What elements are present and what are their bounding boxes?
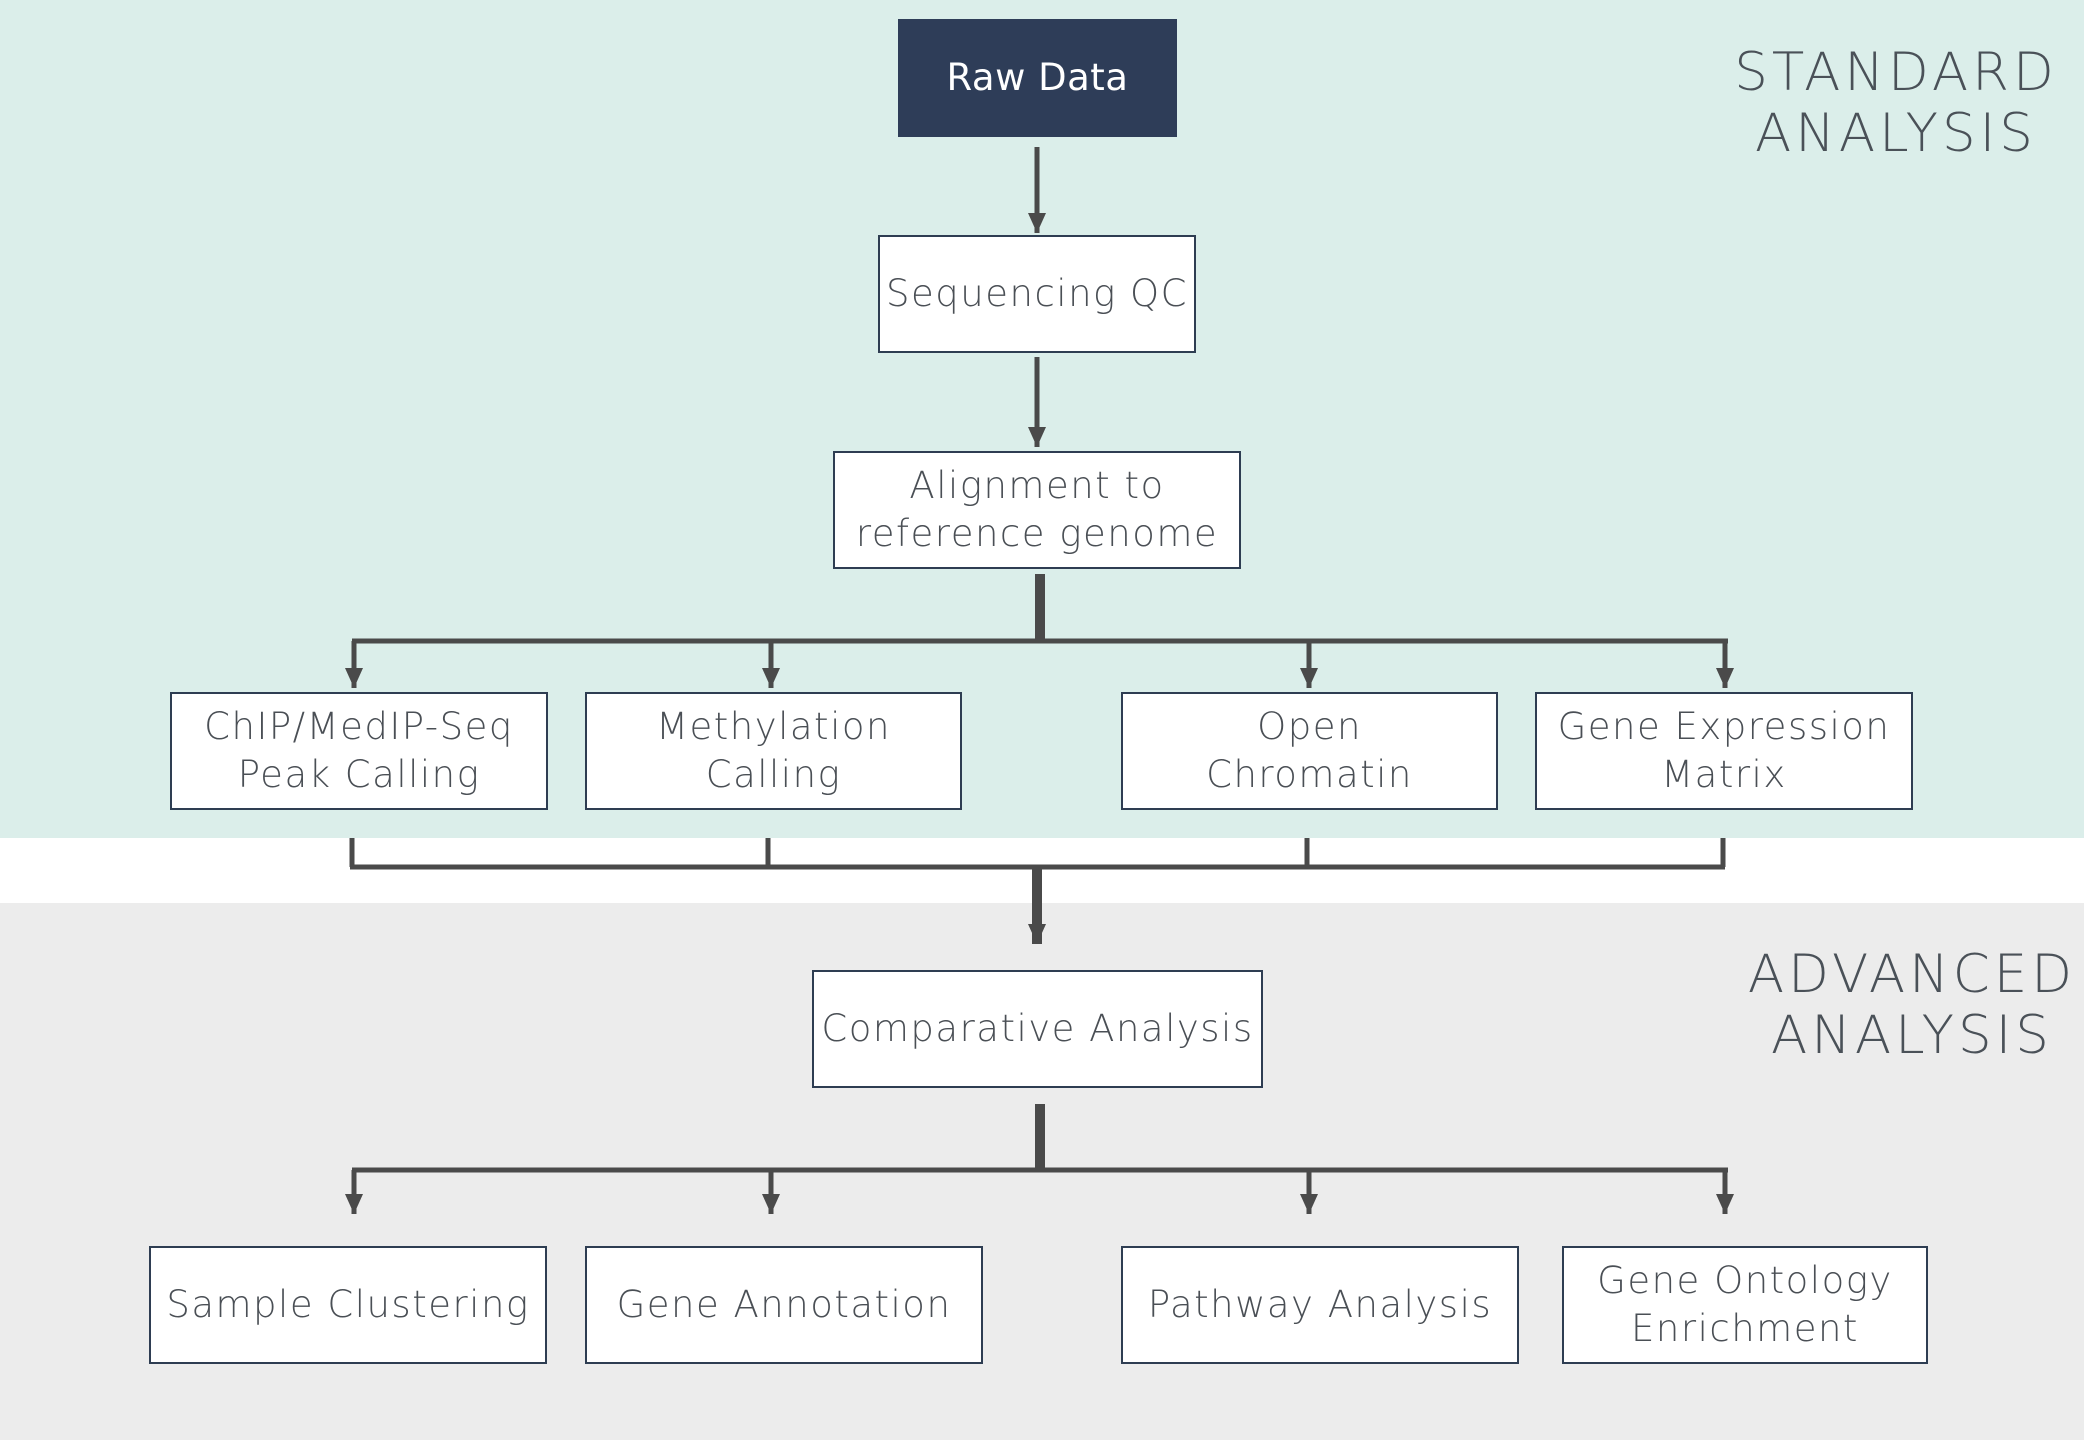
node-chip-medip: ChIP/MedIP-Seq Peak Calling bbox=[170, 692, 548, 810]
advanced-analysis-title: ADVANCED ANALYSIS bbox=[1732, 944, 2084, 1066]
advanced-analysis-title-line2: ANALYSIS bbox=[1771, 1005, 2053, 1066]
node-sequencing-qc: Sequencing QC bbox=[878, 235, 1196, 353]
node-chip-medip-label: ChIP/MedIP-Seq Peak Calling bbox=[204, 705, 514, 796]
node-comparative-analysis-label: Comparative Analysis bbox=[821, 1007, 1254, 1050]
node-gene-expression: Gene Expression Matrix bbox=[1535, 692, 1913, 810]
node-open-chromatin: Open Chromatin bbox=[1121, 692, 1498, 810]
node-go-enrichment-label: Gene Ontology Enrichment bbox=[1597, 1259, 1893, 1350]
node-sequencing-qc-label: Sequencing QC bbox=[886, 272, 1188, 315]
node-go-enrichment: Gene Ontology Enrichment bbox=[1562, 1246, 1928, 1364]
node-pathway-analysis: Pathway Analysis bbox=[1121, 1246, 1519, 1364]
node-pathway-analysis-label: Pathway Analysis bbox=[1147, 1283, 1493, 1326]
node-sample-clustering-label: Sample Clustering bbox=[166, 1283, 530, 1326]
node-methylation: Methylation Calling bbox=[585, 692, 962, 810]
node-gene-annotation-label: Gene Annotation bbox=[616, 1283, 952, 1326]
node-open-chromatin-label: Open Chromatin bbox=[1206, 705, 1413, 796]
node-alignment-label: Alignment to reference genome bbox=[855, 464, 1219, 555]
node-methylation-label: Methylation Calling bbox=[656, 705, 891, 796]
standard-analysis-title-line1: STANDARD bbox=[1734, 42, 2058, 103]
node-gene-expression-label: Gene Expression Matrix bbox=[1557, 705, 1891, 796]
node-gene-annotation: Gene Annotation bbox=[585, 1246, 983, 1364]
node-comparative-analysis: Comparative Analysis bbox=[812, 970, 1263, 1088]
advanced-analysis-title-line1: ADVANCED bbox=[1747, 944, 2077, 1005]
node-alignment: Alignment to reference genome bbox=[833, 451, 1241, 569]
standard-analysis-title-line2: ANALYSIS bbox=[1755, 103, 2037, 164]
node-raw-data: Raw Data bbox=[898, 19, 1177, 137]
node-raw-data-label: Raw Data bbox=[946, 56, 1129, 99]
standard-analysis-title: STANDARD ANALYSIS bbox=[1716, 42, 2076, 164]
node-sample-clustering: Sample Clustering bbox=[149, 1246, 547, 1364]
